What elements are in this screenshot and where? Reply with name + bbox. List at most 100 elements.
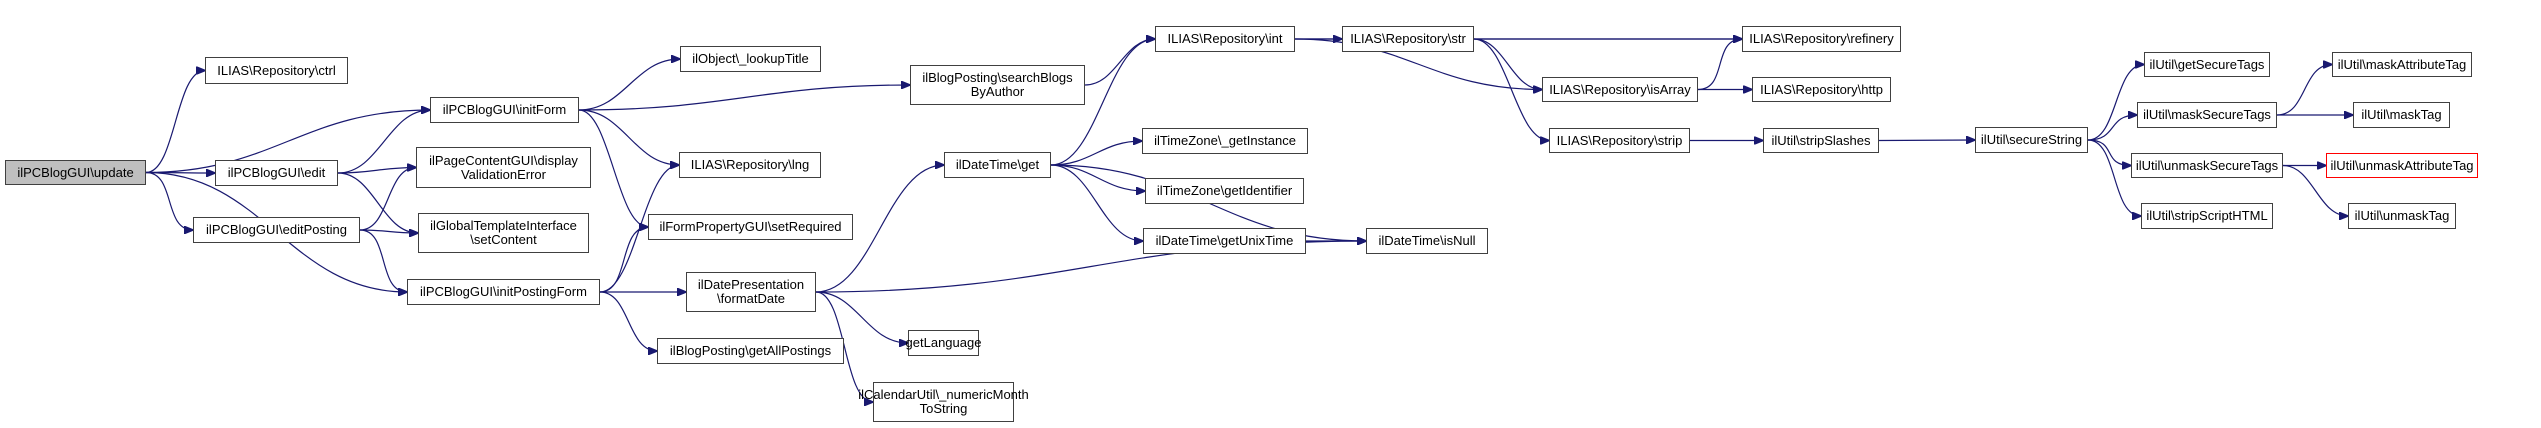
node-label: ilGlobalTemplateInterface \setContent: [430, 218, 577, 247]
node-lookup-title[interactable]: ilObject\_lookupTitle: [680, 46, 821, 72]
node-mask-tag[interactable]: ilUtil\maskTag: [2353, 102, 2450, 128]
edge-unmaskSecureTags-to-unmaskTag: [2282, 164, 2348, 217]
node-label: ilUtil\getSecureTags: [2149, 56, 2265, 72]
node-timezone-get-instance[interactable]: ilTimeZone\_getInstance: [1142, 128, 1308, 154]
node-label: ilPCBlogGUI\edit: [227, 165, 326, 180]
node-mask-attribute-tag[interactable]: ilUtil\maskAttributeTag: [2332, 52, 2472, 77]
node-numeric-month-to-string[interactable]: ilCalendarUtil\_numericMonth ToString: [858, 382, 1029, 422]
node-repository-refinery[interactable]: ILIAS\Repository\refinery: [1742, 26, 1901, 52]
node-label: ilUtil\maskAttributeTag: [2337, 56, 2467, 72]
node-label: ILIAS\Repository\isArray: [1549, 81, 1691, 97]
edge-secureString-to-stripScriptHTML: [2087, 139, 2141, 216]
edge-str-to-isArray: [1473, 38, 1542, 90]
node-label: ilUtil\maskTag: [2361, 107, 2442, 122]
edge-update-to-editPosting: [145, 171, 193, 231]
node-label: ilDateTime\getUnixTime: [1155, 233, 1294, 248]
edge-formatDate-to-getLanguage: [815, 291, 908, 343]
node-display-validation-error[interactable]: ilPageContentGUI\display ValidationError: [416, 147, 591, 188]
edge-initForm-to-lng: [578, 109, 679, 165]
node-label: ilDateTime\isNull: [1378, 233, 1476, 248]
edge-editPosting-to-displayValidationError: [359, 168, 416, 231]
node-unmask-tag[interactable]: ilUtil\unmaskTag: [2348, 203, 2456, 229]
node-get-secure-tags[interactable]: ilUtil\getSecureTags: [2144, 52, 2270, 77]
node-edit[interactable]: ilPCBlogGUI\edit: [215, 160, 338, 186]
node-unmask-attribute-tag[interactable]: ilUtil\unmaskAttributeTag: [2326, 153, 2478, 178]
node-label: ilObject\_lookupTitle: [692, 51, 809, 66]
edge-initPostingForm-to-setRequired: [599, 227, 648, 293]
node-label: ILIAS\Repository\int: [1167, 31, 1283, 46]
node-label: ILIAS\Repository\str: [1350, 31, 1466, 46]
node-label: ilFormPropertyGUI\setRequired: [659, 219, 842, 234]
node-datetime-is-null[interactable]: ilDateTime\isNull: [1366, 228, 1488, 254]
node-label: ilUtil\maskSecureTags: [2143, 107, 2271, 122]
edge-maskSecureTags-to-maskAttributeTag: [2276, 65, 2332, 116]
node-repository-is-array[interactable]: ILIAS\Repository\isArray: [1542, 77, 1698, 102]
node-set-required[interactable]: ilFormPropertyGUI\setRequired: [648, 214, 853, 240]
edge-update-to-initForm: [145, 110, 430, 174]
node-label: ilTimeZone\_getInstance: [1154, 133, 1296, 148]
node-mask-secure-tags[interactable]: ilUtil\maskSecureTags: [2137, 102, 2277, 128]
node-label: ILIAS\Repository\refinery: [1749, 31, 1894, 46]
edge-dtGet-to-getInstance: [1050, 141, 1142, 166]
edge-update-to-ctrl: [145, 71, 205, 174]
node-repository-int[interactable]: ILIAS\Repository\int: [1155, 26, 1295, 52]
node-datetime-get-unix-time[interactable]: ilDateTime\getUnixTime: [1143, 228, 1306, 254]
node-unmask-secure-tags[interactable]: ilUtil\unmaskSecureTags: [2131, 153, 2283, 178]
node-label: ilBlogPosting\getAllPostings: [669, 343, 832, 358]
node-datetime-get[interactable]: ilDateTime\get: [944, 152, 1051, 178]
edge-searchBlogsByAuthor-to-int: [1084, 39, 1155, 86]
node-repository-lng[interactable]: ILIAS\Repository\lng: [679, 152, 821, 178]
edge-secureString-to-maskSecureTags: [2087, 115, 2137, 141]
node-label: ilPCBlogGUI\initForm: [442, 102, 567, 117]
node-label: ILIAS\Repository\ctrl: [217, 62, 336, 78]
node-repository-http[interactable]: ILIAS\Repository\http: [1752, 77, 1891, 102]
node-strip-slashes[interactable]: ilUtil\stripSlashes: [1763, 128, 1879, 153]
node-label: ilUtil\stripScriptHTML: [2146, 208, 2268, 223]
edge-int-to-isArray: [1294, 38, 1542, 90]
node-init-form[interactable]: ilPCBlogGUI\initForm: [430, 97, 579, 123]
node-label: ilPCBlogGUI\editPosting: [206, 222, 347, 237]
node-label: ilUtil\secureString: [1980, 132, 2083, 147]
edge-dtGet-to-getIdentifier: [1050, 164, 1145, 191]
edge-edit-to-setContent: [337, 172, 418, 233]
edge-editPosting-to-setContent: [359, 230, 418, 233]
node-get-all-postings[interactable]: ilBlogPosting\getAllPostings: [657, 338, 844, 364]
node-edit-posting[interactable]: ilPCBlogGUI\editPosting: [193, 217, 360, 243]
node-label: ilPCBlogGUI\update: [17, 164, 134, 180]
edge-isArray-to-refinery: [1697, 39, 1742, 91]
node-format-date[interactable]: ilDatePresentation \formatDate: [686, 272, 816, 312]
edge-initPostingForm-to-getAllPostings: [599, 291, 657, 351]
node-label: ilCalendarUtil\_numericMonth ToString: [858, 387, 1029, 416]
node-repository-str[interactable]: ILIAS\Repository\str: [1342, 26, 1474, 52]
node-init-posting-form[interactable]: ilPCBlogGUI\initPostingForm: [407, 279, 600, 305]
node-label: ilDateTime\get: [955, 157, 1040, 172]
node-label: ilUtil\stripSlashes: [1771, 132, 1871, 148]
edge-secureString-to-unmaskSecureTags: [2087, 139, 2131, 166]
edge-dtGet-to-int: [1050, 39, 1155, 166]
edge-editPosting-to-initPostingForm: [359, 229, 407, 292]
node-set-content[interactable]: ilGlobalTemplateInterface \setContent: [418, 213, 589, 253]
edge-stripSlashes-to-secureString: [1878, 140, 1975, 141]
node-label: ilPCBlogGUI\initPostingForm: [420, 284, 587, 299]
node-label: ILIAS\Repository\strip: [1556, 132, 1683, 148]
node-label: ilDatePresentation \formatDate: [697, 277, 805, 306]
edge-edit-to-initForm: [337, 110, 430, 174]
node-secure-string[interactable]: ilUtil\secureString: [1975, 127, 2088, 153]
node-label: ILIAS\Repository\http: [1760, 81, 1883, 97]
edge-dtGet-to-getUnixTime: [1050, 164, 1143, 241]
node-label: ilUtil\unmaskAttributeTag: [2330, 157, 2474, 173]
node-strip-script-html[interactable]: ilUtil\stripScriptHTML: [2141, 203, 2273, 229]
node-repository-strip[interactable]: ILIAS\Repository\strip: [1549, 128, 1690, 153]
node-timezone-get-identifier[interactable]: ilTimeZone\getIdentifier: [1145, 178, 1304, 204]
node-label: ilUtil\unmaskTag: [2354, 208, 2450, 223]
edge-initForm-to-setRequired: [578, 109, 648, 227]
node-label: ilTimeZone\getIdentifier: [1156, 183, 1293, 198]
node-get-language[interactable]: getLanguage: [906, 330, 981, 356]
edge-secureString-to-getSecureTags: [2087, 65, 2144, 141]
node-label: ilBlogPosting\searchBlogs ByAuthor: [922, 70, 1073, 99]
node-label: ilPageContentGUI\display ValidationError: [429, 152, 578, 182]
node-search-blogs-by-author[interactable]: ilBlogPosting\searchBlogs ByAuthor: [910, 65, 1085, 105]
edge-initForm-to-searchBlogsByAuthor: [578, 85, 910, 111]
node-label: ILIAS\Repository\lng: [690, 157, 810, 172]
node-repository-ctrl[interactable]: ILIAS\Repository\ctrl: [205, 57, 348, 84]
